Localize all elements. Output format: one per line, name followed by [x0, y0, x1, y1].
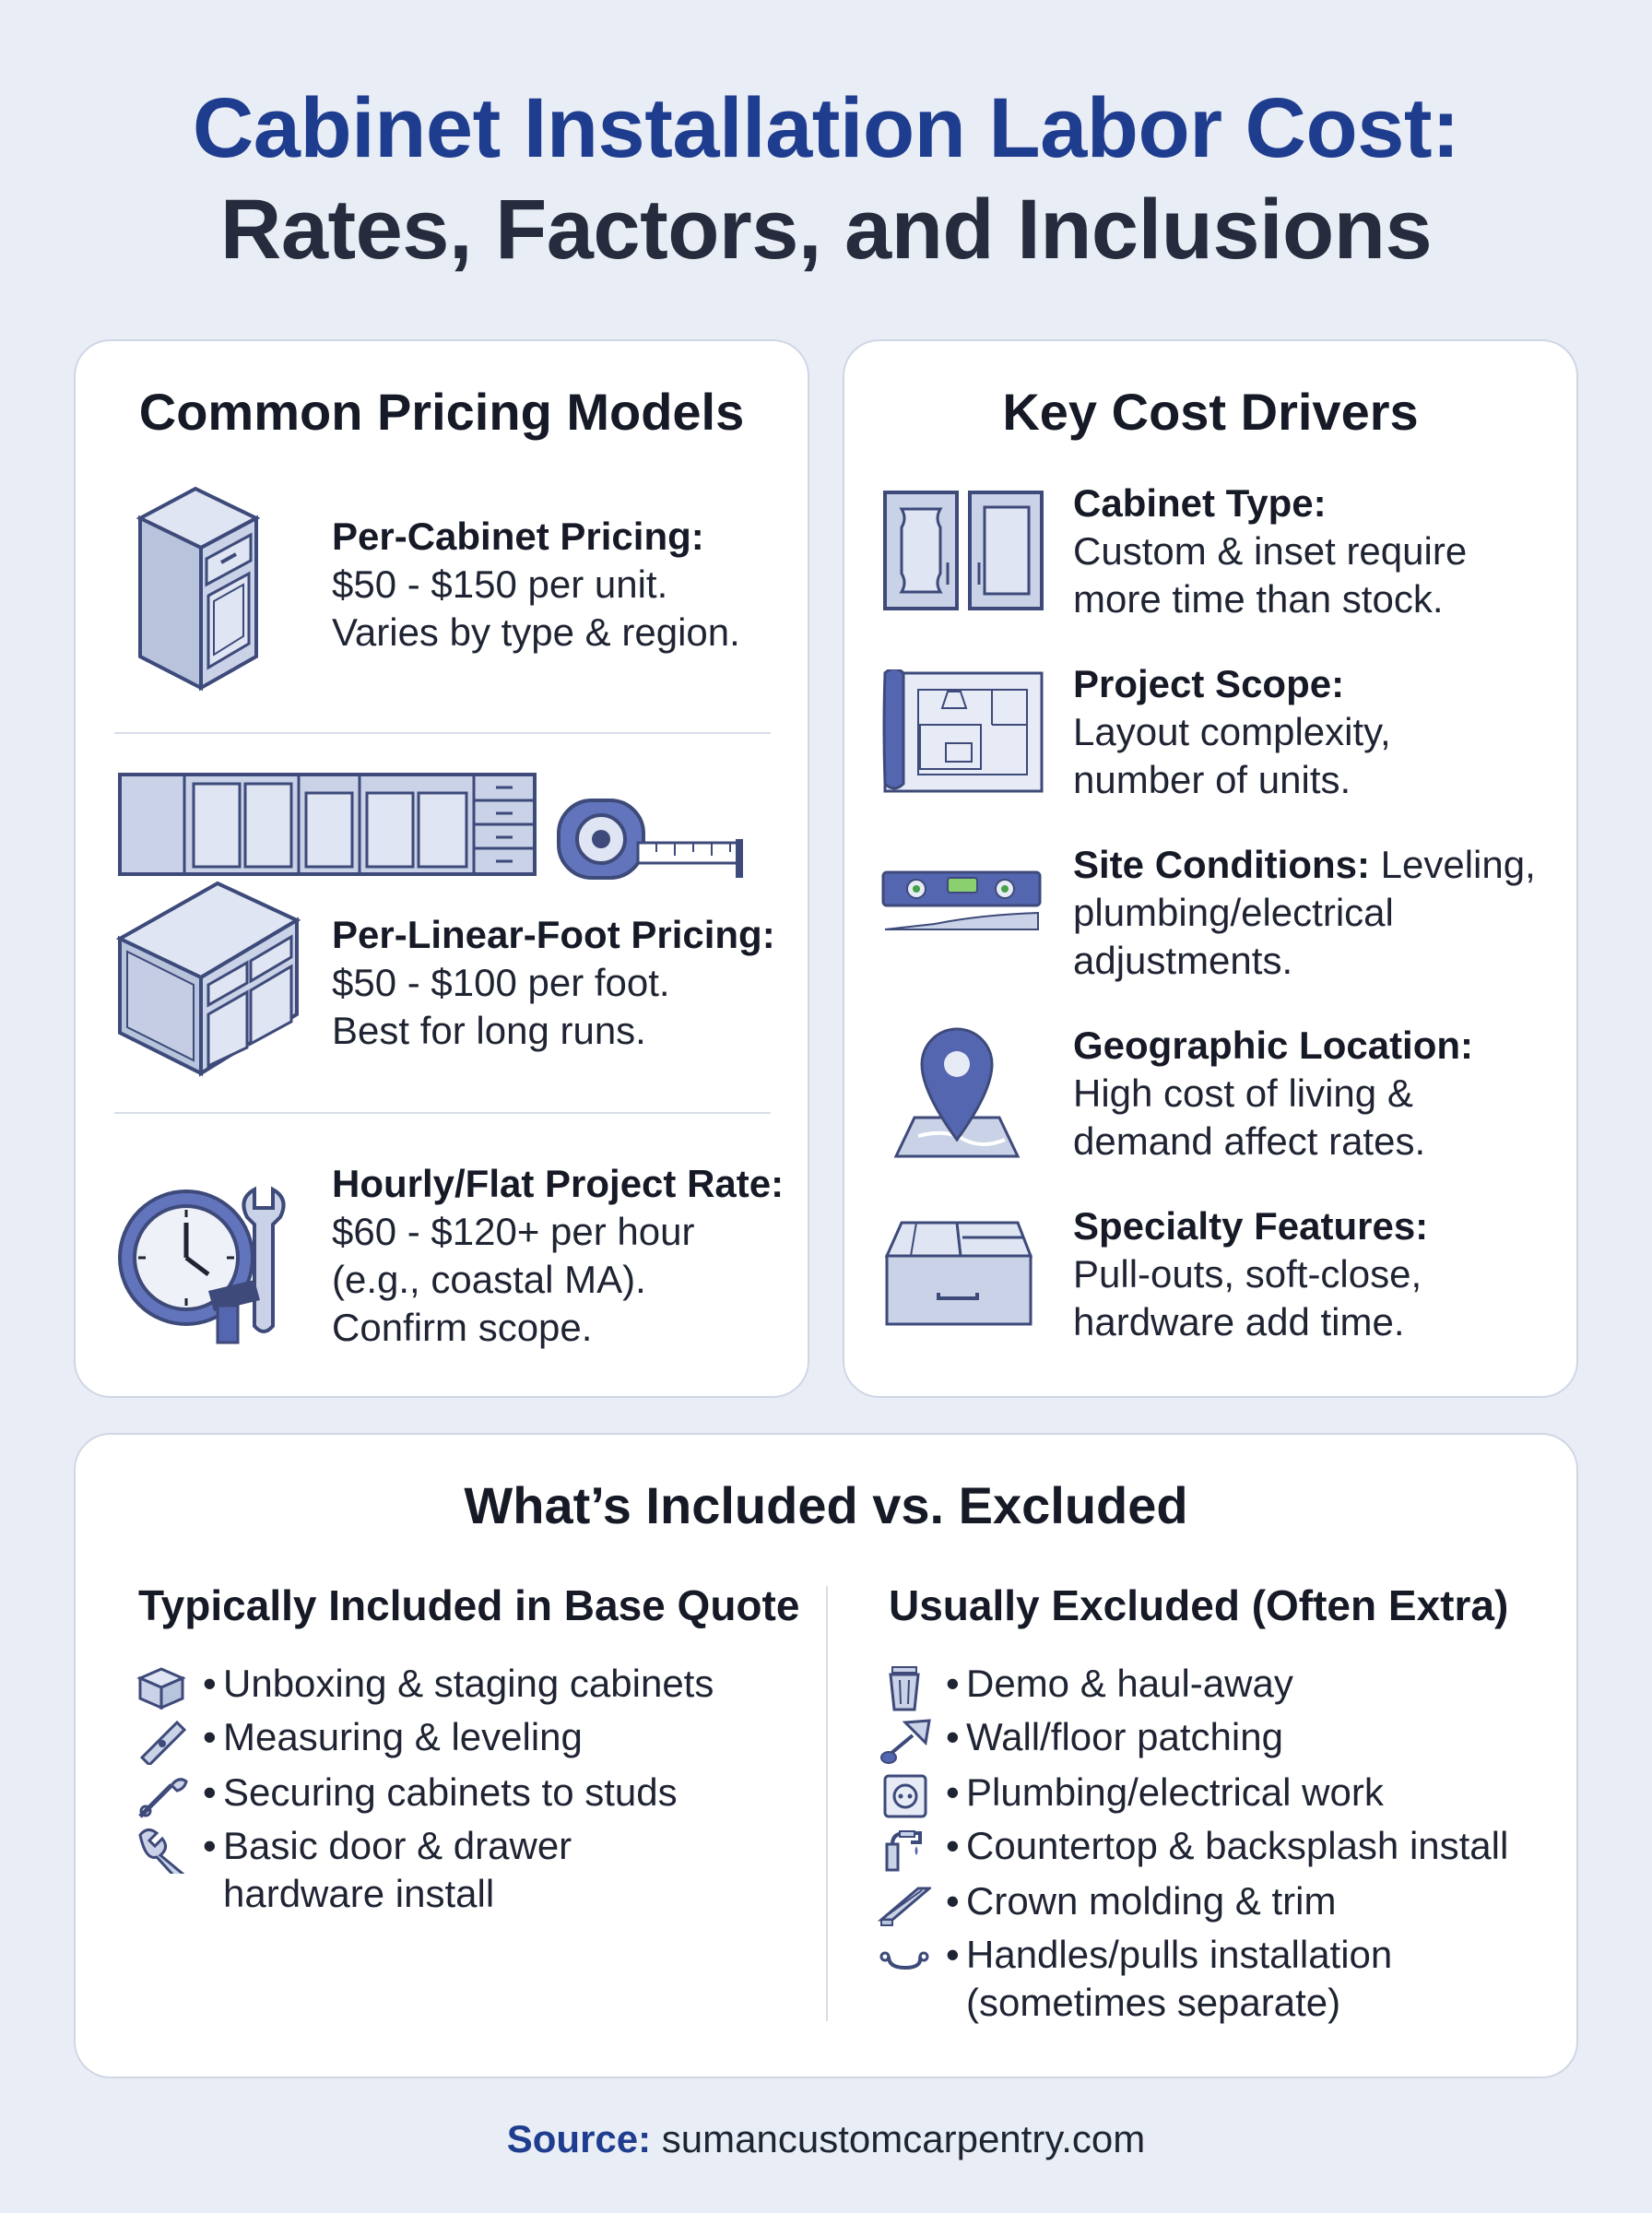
excluded-item: •Plumbing/electrical work [946, 1769, 1384, 1817]
cabinet-run-icon [116, 765, 540, 880]
site-conditions-item: Site Conditions: Leveling, plumbing/elec… [1073, 841, 1536, 985]
spirit-level-icon [879, 869, 1045, 935]
per-linear-foot-label: Per-Linear-Foot Pricing: [332, 913, 775, 956]
pricing-models-card: Common Pricing Models Per-Cabinet Pricin… [74, 339, 809, 1398]
inclusions-heading: What’s Included vs. Excluded [464, 1476, 1188, 1534]
wrench-icon [135, 1826, 188, 1874]
outlet-icon [878, 1772, 931, 1820]
project-scope-line-1: Layout complexity, [1073, 710, 1391, 753]
geographic-location-line-2: demand affect rates. [1073, 1119, 1426, 1163]
pricing-divider-1 [114, 732, 771, 734]
excluded-item: •Countertop & backsplash install [946, 1822, 1508, 1870]
box-icon [135, 1663, 188, 1711]
cabinet-type-label: Cabinet Type: [1073, 481, 1327, 525]
cabinet-type-line-1: Custom & inset require [1073, 529, 1468, 573]
cost-drivers-card: Key Cost Drivers Cabinet Type: Custom & … [843, 339, 1578, 1398]
project-scope-item: Project Scope: Layout complexity, number… [1073, 660, 1391, 804]
pricing-divider-2 [114, 1112, 771, 1114]
hourly-rate-line-3: Confirm scope. [332, 1306, 593, 1349]
molding-icon [878, 1879, 931, 1927]
excluded-item-text: Demo & haul-away [966, 1662, 1293, 1705]
specialty-features-line-1: Pull-outs, soft-close, [1073, 1252, 1422, 1296]
excluded-item-text: Crown molding & trim [966, 1879, 1337, 1923]
map-pin-icon [892, 1025, 1021, 1160]
blueprint-icon [881, 669, 1045, 795]
excluded-item-text: Countertop & backsplash install [966, 1824, 1509, 1867]
specialty-features-item: Specialty Features: Pull-outs, soft-clos… [1073, 1202, 1428, 1346]
base-cabinet-run-icon [116, 876, 301, 1079]
excluded-item: •Handles/pulls installation(sometimes se… [946, 1933, 1393, 2024]
site-conditions-line-2: adjustments. [1073, 939, 1293, 982]
per-linear-foot-item: Per-Linear-Foot Pricing: $50 - $100 per … [332, 911, 775, 1055]
included-item: •Unboxing & staging cabinets [203, 1660, 714, 1708]
title-line-1: Cabinet Installation Labor Cost: [192, 81, 1460, 175]
project-scope-label: Project Scope: [1073, 662, 1345, 705]
specialty-features-label: Specialty Features: [1073, 1204, 1429, 1248]
included-item-text: Unboxing & staging cabinets [223, 1662, 714, 1705]
cabinet-type-item: Cabinet Type: Custom & inset require mor… [1073, 479, 1467, 623]
site-conditions-line-1: plumbing/electrical [1073, 891, 1394, 934]
geographic-location-line-1: High cost of living & [1073, 1071, 1413, 1115]
cost-drivers-heading: Key Cost Drivers [1002, 383, 1419, 441]
source-line: Source: sumancustomcarpentry.com [0, 2117, 1652, 2161]
tape-measure-icon [555, 789, 745, 882]
per-linear-foot-line-2: Best for long runs. [332, 1009, 646, 1052]
pricing-models-heading: Common Pricing Models [138, 383, 745, 441]
title-line-2: Rates, Factors, and Inclusions [219, 183, 1433, 277]
per-cabinet-item: Per-Cabinet Pricing: $50 - $150 per unit… [332, 513, 740, 657]
per-cabinet-line-1: $50 - $150 per unit. [332, 562, 668, 606]
geographic-location-item: Geographic Location: High cost of living… [1073, 1022, 1473, 1166]
included-item-text-2: hardware install [223, 1872, 495, 1915]
per-linear-foot-line-1: $50 - $100 per foot. [332, 961, 670, 1004]
hourly-rate-line-2: (e.g., coastal MA). [332, 1258, 646, 1301]
hourly-rate-line-1: $60 - $120+ per hour [332, 1210, 695, 1253]
source-url: sumancustomcarpentry.com [651, 2117, 1146, 2160]
excluded-item: •Demo & haul-away [946, 1660, 1293, 1708]
inclusions-card: What’s Included vs. Excluded Typically I… [74, 1433, 1578, 2078]
handle-icon [878, 1935, 931, 1982]
included-item: •Securing cabinets to studs [203, 1769, 678, 1817]
excluded-item-text: Wall/floor patching [966, 1715, 1283, 1758]
source-label: Source: [506, 2117, 652, 2160]
site-conditions-line-0: Leveling, [1369, 843, 1536, 886]
excluded-item: •Wall/floor patching [946, 1713, 1283, 1761]
per-cabinet-line-2: Varies by type & region. [332, 610, 740, 654]
faucet-icon [878, 1826, 931, 1874]
site-conditions-label: Site Conditions: [1073, 843, 1370, 886]
included-item-text: Securing cabinets to studs [223, 1770, 678, 1814]
cabinet-doors-icon [881, 489, 1045, 612]
excluded-item-text: Handles/pulls installation [966, 1933, 1393, 1976]
trash-can-icon [878, 1663, 931, 1711]
hourly-rate-item: Hourly/Flat Project Rate: $60 - $120+ pe… [332, 1160, 784, 1352]
geographic-location-label: Geographic Location: [1073, 1024, 1474, 1067]
page-title: Cabinet Installation Labor Cost: Rates, … [0, 77, 1652, 280]
trowel-icon [878, 1717, 931, 1765]
drawer-organizer-icon [883, 1219, 1032, 1328]
specialty-features-line-2: hardware add time. [1073, 1300, 1405, 1343]
hourly-rate-label: Hourly/Flat Project Rate: [332, 1162, 785, 1205]
excluded-item-text-2: (sometimes separate) [966, 1981, 1341, 2024]
excluded-item: •Crown molding & trim [946, 1877, 1336, 1925]
included-item-text: Measuring & leveling [223, 1715, 583, 1758]
column-divider [826, 1586, 828, 2021]
project-scope-line-2: number of units. [1073, 758, 1351, 801]
drill-icon [135, 1772, 188, 1820]
included-heading: Typically Included in Base Quote [138, 1581, 800, 1629]
excluded-heading: Usually Excluded (Often Extra) [889, 1581, 1509, 1629]
included-item: •Measuring & leveling [203, 1713, 583, 1761]
included-item-text: Basic door & drawer [223, 1824, 572, 1867]
excluded-item-text: Plumbing/electrical work [966, 1770, 1384, 1814]
level-icon [135, 1717, 188, 1765]
base-cabinet-icon [131, 481, 269, 693]
clock-tools-icon [116, 1171, 301, 1346]
cabinet-type-line-2: more time than stock. [1073, 577, 1444, 621]
per-cabinet-label: Per-Cabinet Pricing: [332, 515, 704, 558]
